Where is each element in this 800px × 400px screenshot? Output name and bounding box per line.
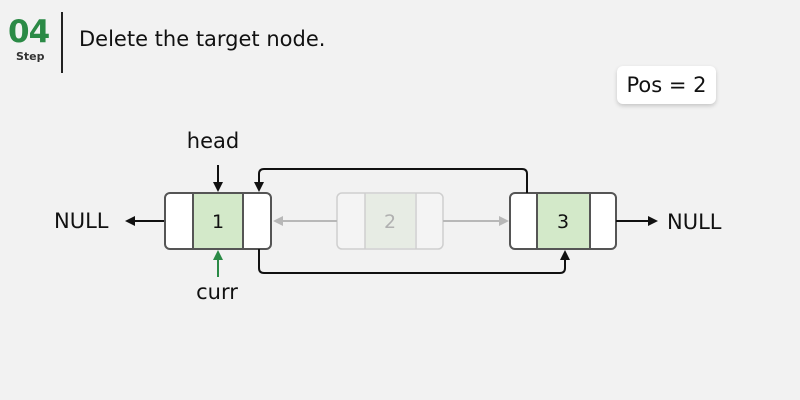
null-right-label: NULL	[667, 210, 722, 234]
null-left-label: NULL	[54, 209, 109, 233]
node-3-data-cell	[537, 194, 590, 248]
node-1-data-cell	[193, 194, 243, 248]
node-2-data-cell	[365, 194, 415, 248]
node-3-prev-link-arrow	[254, 168, 528, 193]
curr-label: curr	[196, 280, 238, 304]
head-label: head	[187, 129, 239, 153]
step-label: Step	[16, 50, 45, 63]
step-title: Delete the target node.	[79, 27, 326, 51]
node-3-value: 3	[557, 211, 569, 233]
node-3: 3	[509, 192, 617, 250]
step-number: 04	[8, 14, 50, 50]
node-1-value: 1	[212, 211, 224, 233]
node-1-next-link-arrow	[258, 249, 570, 274]
node-2-deleted: 2	[336, 192, 444, 250]
node-1: 1	[164, 192, 272, 250]
node-2-value: 2	[384, 211, 396, 233]
position-badge: Pos = 2	[617, 66, 716, 104]
step-divider	[61, 12, 63, 73]
